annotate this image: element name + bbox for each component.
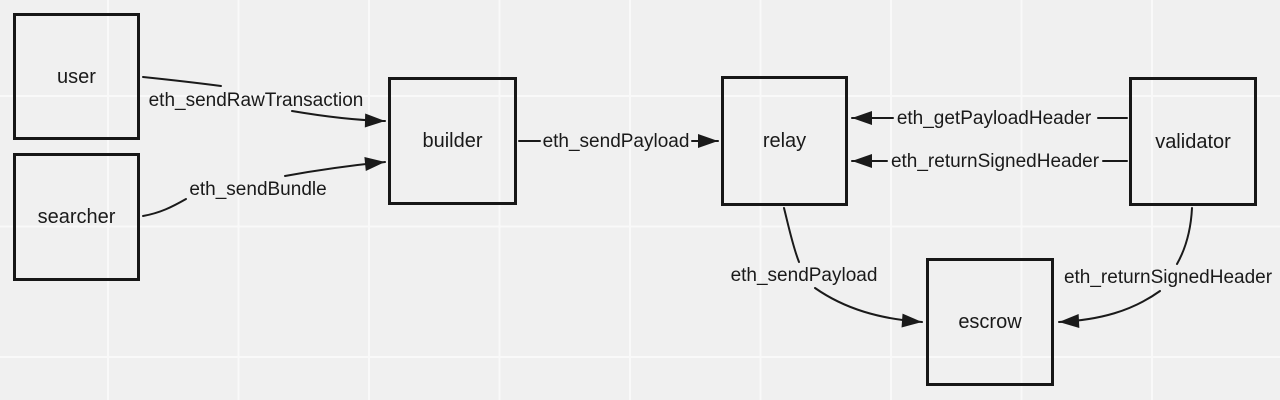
node-validator-label: validator bbox=[1155, 130, 1231, 153]
node-escrow-label: escrow bbox=[958, 311, 1022, 333]
node-builder: builder bbox=[388, 77, 517, 205]
edge-relay-escrow bbox=[783, 207, 923, 328]
edge-label-validator-relay-return: eth_returnSignedHeader bbox=[890, 151, 1100, 172]
edge-searcher-builder bbox=[142, 157, 386, 217]
node-escrow: escrow bbox=[926, 258, 1054, 386]
edge-label-relay-escrow: eth_sendPayload bbox=[730, 265, 878, 286]
edge-label-user-builder: eth_sendRawTransaction bbox=[148, 90, 364, 111]
node-searcher-label: searcher bbox=[37, 206, 116, 228]
node-builder-label: builder bbox=[422, 130, 483, 152]
node-relay-label: relay bbox=[762, 130, 807, 152]
node-relay: relay bbox=[721, 76, 848, 206]
node-user: user bbox=[13, 13, 140, 140]
edge-user-builder bbox=[142, 76, 386, 128]
edge-label-validator-escrow: eth_returnSignedHeader bbox=[1063, 267, 1273, 288]
node-user-label: user bbox=[57, 65, 96, 88]
node-searcher: searcher bbox=[13, 153, 140, 281]
edge-label-builder-relay: eth_sendPayload bbox=[542, 131, 690, 152]
node-validator: validator bbox=[1129, 77, 1257, 206]
edge-validator-escrow bbox=[1058, 207, 1193, 329]
edge-label-searcher-builder: eth_sendBundle bbox=[189, 179, 327, 200]
edge-label-validator-relay-get: eth_getPayloadHeader bbox=[896, 108, 1092, 129]
